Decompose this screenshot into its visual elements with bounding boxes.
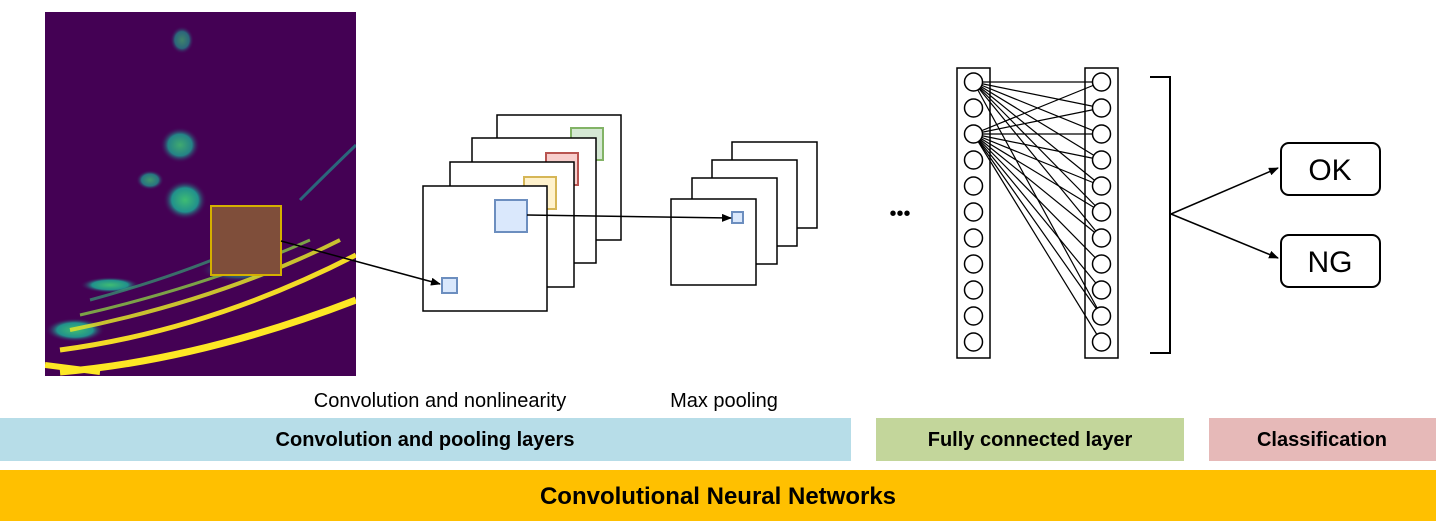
- band-classification: [1209, 418, 1436, 461]
- fc-output-neuron: [1091, 98, 1112, 118]
- spectrogram-arc: [59, 252, 356, 353]
- output-ng-label: NG: [1308, 246, 1353, 279]
- spectrogram-blob: [136, 170, 164, 190]
- band-classification-label: Classification: [1257, 429, 1387, 451]
- ellipsis: •••: [889, 203, 910, 225]
- receptive-field: [210, 205, 282, 276]
- band-fc: [876, 418, 1184, 461]
- band-main: [0, 470, 1436, 521]
- fc-input-neuron: [963, 176, 984, 196]
- spectrogram-blob: [160, 127, 200, 163]
- fc-output-neuron: [1091, 176, 1112, 196]
- band-conv-pool: [0, 418, 851, 461]
- spectrogram-arc: [45, 362, 101, 375]
- output-cell: [441, 277, 458, 294]
- fc-input-neuron: [963, 202, 984, 222]
- output-ok: OK: [1280, 142, 1381, 196]
- spectrogram-blob: [163, 180, 207, 220]
- arrow-conv-to-pool: [526, 213, 732, 222]
- band-fc-label: Fully connected layer: [928, 429, 1133, 451]
- pooling-maps: [670, 141, 818, 286]
- fc-connection: [973, 107, 1102, 135]
- conv-feature-maps: [422, 114, 622, 312]
- output-ok-box: [1280, 142, 1381, 196]
- input-spectrogram: [45, 12, 356, 376]
- arrow-to-ok: [1170, 167, 1279, 215]
- spectrogram-arc: [298, 143, 356, 202]
- fc-output-neurons: [1091, 72, 1112, 352]
- output-ng: NG: [1280, 234, 1381, 288]
- fc-connection: [973, 81, 1102, 135]
- fc-connection: [972, 133, 1103, 343]
- spectrogram-arc: [79, 238, 311, 317]
- output-ng-box: [1280, 234, 1381, 288]
- fc-connection: [973, 133, 1102, 187]
- fc-output-neuron: [1091, 228, 1112, 248]
- arrow-input-to-conv: [280, 240, 441, 286]
- fc-connection: [973, 133, 1102, 291]
- conv-label: Convolution and nonlinearity: [314, 390, 566, 412]
- spectrogram-blob: [170, 26, 194, 54]
- spectrogram-arc: [69, 238, 341, 332]
- spectrogram-blob: [80, 277, 140, 293]
- spectrogram-arc: [59, 296, 356, 376]
- fc-input-neuron: [963, 280, 984, 300]
- fc-input-neuron: [963, 124, 984, 144]
- pool-label: Max pooling: [670, 390, 778, 412]
- arrow-to-ng: [1170, 213, 1279, 259]
- fc-input-neuron: [963, 254, 984, 274]
- fc-connection: [973, 133, 1102, 161]
- fc-input-neuron: [963, 228, 984, 248]
- fc-output-neuron: [1091, 124, 1112, 144]
- fc-input-neurons: [963, 72, 984, 352]
- band-conv-pool-label: Convolution and pooling layers: [276, 429, 575, 451]
- fc-connection: [973, 81, 1102, 109]
- filter-blue: [494, 199, 528, 233]
- fc-connection: [973, 133, 1102, 239]
- fc-output-neuron: [1091, 306, 1112, 326]
- fc-input-neuron: [963, 332, 984, 352]
- fc-output-neuron: [1091, 254, 1112, 274]
- fc-output-neuron: [1091, 280, 1112, 300]
- fc-output-neuron: [1091, 332, 1112, 352]
- band-main-label: Convolutional Neural Networks: [540, 483, 896, 510]
- fc-input-neuron: [963, 72, 984, 92]
- fc-connection: [973, 133, 1102, 317]
- output-bracket: [1150, 76, 1171, 354]
- fc-output-neuron: [1091, 72, 1112, 92]
- fc-input-neuron: [963, 306, 984, 326]
- fc-input-neuron: [963, 150, 984, 170]
- pool-cell: [731, 211, 744, 224]
- fc-connections: [972, 81, 1103, 343]
- fc-output-neuron: [1091, 150, 1112, 170]
- fc-output-neuron: [1091, 202, 1112, 222]
- fc-input-neuron: [963, 98, 984, 118]
- fc-connection: [973, 133, 1102, 265]
- fc-connection: [973, 133, 1102, 213]
- output-ok-label: OK: [1308, 154, 1351, 187]
